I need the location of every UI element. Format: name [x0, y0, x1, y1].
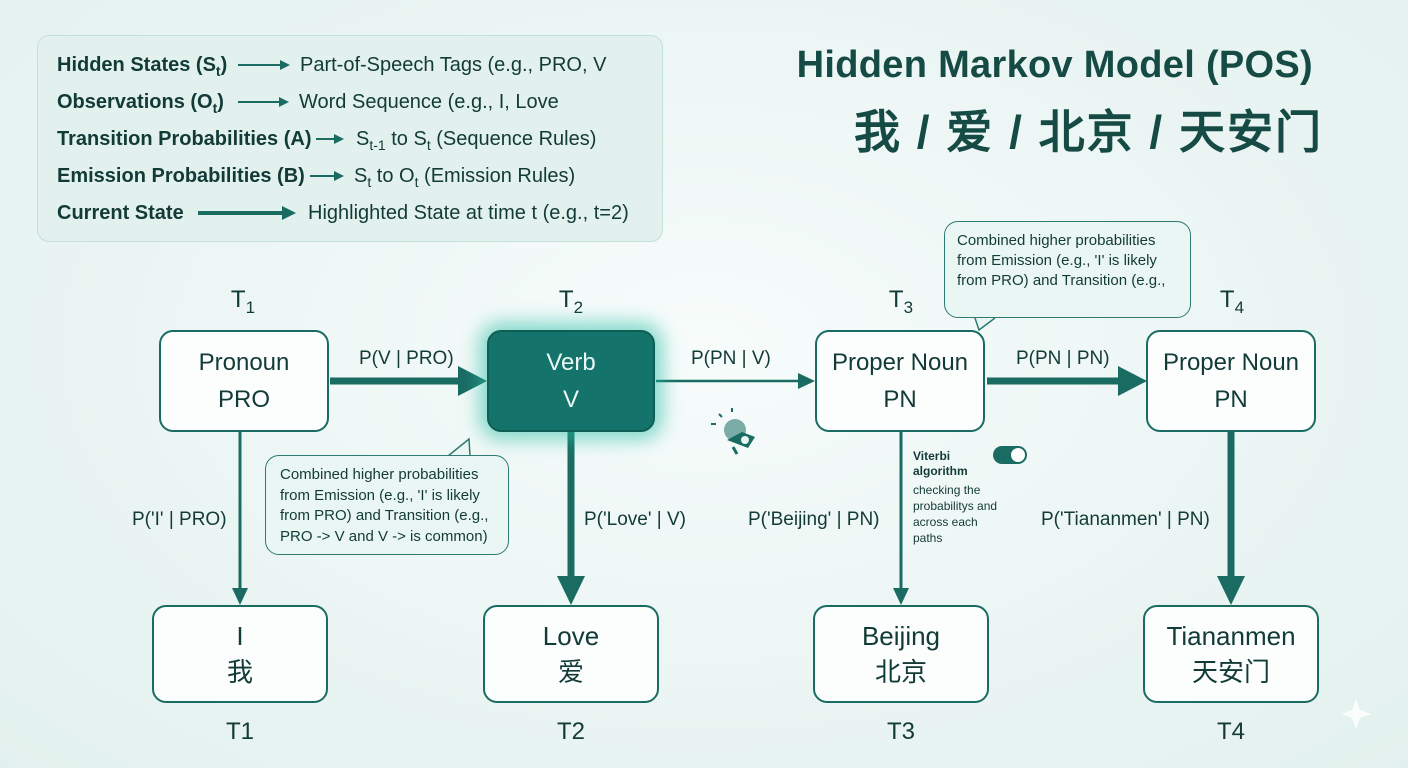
time-label-top-1: T1 — [230, 286, 256, 317]
legend-desc-emission: St to Ot (Emission Rules) — [354, 165, 576, 190]
emission-label-pn-1: P('Beijing' | PN) — [748, 509, 880, 530]
legend-arrowhead-1 — [280, 60, 290, 70]
legend-term-transition: Transition Probabilities (A) — [57, 128, 312, 150]
legend-arrowhead-3 — [334, 134, 344, 144]
transition-arrowhead-v-pn — [798, 373, 815, 389]
observation-chinese: 爱 — [557, 657, 584, 687]
callout-top: Combined higher probabilities from Emiss… — [944, 221, 1191, 318]
observation-node-love[interactable]: Love 爱 — [483, 605, 659, 703]
emission-arrowhead-pn-1 — [893, 588, 909, 605]
time-label-top-4: T4 — [1219, 286, 1245, 317]
legend-term-hidden-states: Hidden States (St) — [57, 54, 228, 79]
state-tag: PRO — [217, 386, 270, 413]
observation-word: Beijing — [861, 621, 941, 651]
callout-top-tail — [974, 317, 996, 332]
transition-label-pro-v: P(V | PRO) — [359, 348, 454, 369]
legend-desc-current-state: Highlighted State at time t (e.g., t=2) — [308, 202, 629, 224]
emission-arrowhead-pro — [232, 588, 248, 605]
legend-arrowhead-5 — [282, 206, 296, 220]
legend-desc-hidden-states: Part-of-Speech Tags (e.g., PRO, V — [300, 54, 607, 76]
probe-icon — [711, 408, 755, 455]
state-name: Proper Noun — [831, 349, 969, 376]
state-node-proper-noun-2[interactable]: Proper Noun PN — [1146, 330, 1316, 432]
legend-panel — [37, 35, 663, 242]
time-label-top-3: T3 — [888, 286, 914, 317]
emission-label-v: P('Love' | V) — [584, 509, 686, 530]
state-name: Pronoun — [198, 349, 290, 376]
state-tag: V — [562, 386, 579, 413]
state-node-pronoun[interactable]: Pronoun PRO — [159, 330, 329, 432]
time-label-bottom-2: T2 — [556, 718, 586, 745]
state-tag: PN — [883, 386, 917, 413]
time-label-top-2: T2 — [558, 286, 584, 317]
legend-desc-observations: Word Sequence (e.g., I, Love — [299, 91, 559, 113]
title-english: Hidden Markov Model (POS) — [796, 44, 1313, 86]
callout-top-line-2: from Emission (e.g., 'I' is likely — [957, 252, 1157, 269]
state-tag: PN — [1214, 386, 1248, 413]
observation-word: Love — [542, 621, 600, 651]
observation-chinese: 天安门 — [1191, 657, 1270, 687]
callout-middle-line-1: Combined higher probabilities — [280, 466, 479, 483]
state-name: Proper Noun — [1162, 349, 1300, 376]
observation-chinese: 北京 — [874, 657, 927, 687]
observation-word: I — [236, 621, 244, 651]
emission-arrowhead-pn-2 — [1217, 576, 1245, 605]
state-node-proper-noun-1[interactable]: Proper Noun PN — [815, 330, 985, 432]
legend-term-observations: Observations (Ot) — [57, 91, 224, 116]
callout-top-line-3: from PRO) and Transition (e.g., — [957, 272, 1166, 289]
callout-middle-line-2: from Emission (e.g., 'I' is likely — [280, 486, 480, 504]
time-label-bottom-1: T1 — [225, 718, 255, 745]
legend-arrowhead-2 — [279, 97, 289, 107]
callout-middle-line-4: PRO -> V and V -> is common) — [280, 527, 488, 545]
emission-label-pro: P('I' | PRO) — [132, 509, 227, 530]
sparkle-icon — [1341, 699, 1371, 729]
state-node-verb-current[interactable]: Verb V — [487, 330, 655, 432]
callout-middle: Combined higher probabilities from Emiss… — [265, 455, 509, 555]
observation-chinese: 我 — [226, 657, 253, 687]
observation-node-tiananmen[interactable]: Tiananmen 天安门 — [1143, 605, 1319, 703]
legend-desc-transition: St-1 to St (Sequence Rules) — [356, 128, 597, 153]
legend-arrowhead-4 — [334, 171, 344, 181]
transition-arrowhead-pro-v — [458, 366, 487, 396]
transition-label-pn-pn: P(PN | PN) — [1016, 348, 1110, 369]
legend-arrows — [198, 60, 344, 220]
viterbi-description: checking the probabilitys and across eac… — [913, 483, 998, 545]
title-chinese: 我 / 爱 / 北京 / 天安门 — [853, 106, 1323, 158]
legend-term-current-state: Current State — [57, 202, 184, 224]
observation-node-i[interactable]: I 我 — [152, 605, 328, 703]
time-label-bottom-4: T4 — [1216, 718, 1246, 745]
legend-term-emission: Emission Probabilities (B) — [57, 165, 305, 187]
observation-node-beijing[interactable]: Beijing 北京 — [813, 605, 989, 703]
time-label-bottom-3: T3 — [886, 718, 916, 745]
state-name: Verb — [546, 349, 596, 376]
viterbi-title: Viterbi algorithm — [913, 449, 968, 478]
emission-arrowhead-v — [557, 576, 585, 605]
emission-label-pn-2: P('Tiananmen' | PN) — [1041, 509, 1210, 530]
callout-middle-line-3: from PRO) and Transition (e.g., — [280, 507, 489, 524]
transition-label-v-pn: P(PN | V) — [691, 348, 771, 369]
callout-middle-tail — [447, 437, 471, 457]
viterbi-toggle[interactable] — [993, 446, 1027, 464]
transition-arrowhead-pn-pn — [1118, 366, 1147, 396]
callout-top-line-1: Combined higher probabilities — [957, 232, 1156, 249]
observation-word: Tiananmen — [1166, 621, 1296, 651]
